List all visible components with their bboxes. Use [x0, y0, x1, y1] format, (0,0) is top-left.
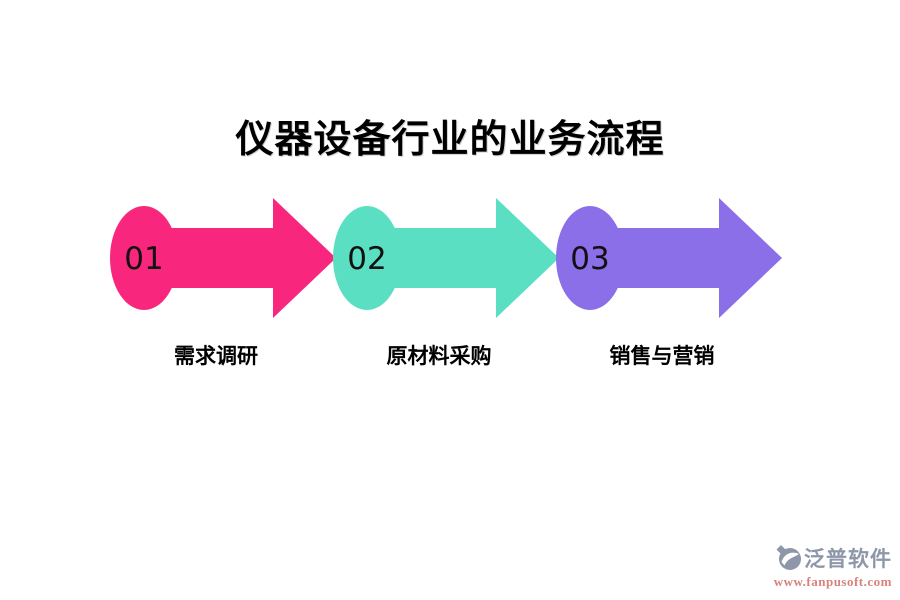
fanpu-logo-icon — [776, 545, 801, 570]
process-step-2: 02 原材料采购 — [333, 196, 561, 396]
step-ellipse — [333, 206, 401, 310]
watermark-url: www.fanpusoft.com — [773, 574, 892, 589]
arrow-shape-right-icon: 03 — [556, 198, 782, 318]
process-step-3: 03 销售与营销 — [556, 196, 784, 396]
step-ellipse — [110, 206, 178, 310]
step-number: 03 — [570, 241, 609, 277]
watermark: 泛普软件 www.fanpusoft.com — [774, 543, 892, 590]
page-title: 仪器设备行业的业务流程 — [235, 119, 665, 161]
arrow-body — [366, 198, 559, 318]
step-label: 原材料采购 — [386, 344, 492, 368]
step-ellipse — [556, 206, 624, 310]
process-step-1: 01 需求调研 — [110, 196, 338, 396]
arrow-body — [143, 198, 336, 318]
arrow-shape-right-icon: 01 — [110, 198, 336, 318]
watermark-brand: 泛普软件 — [804, 548, 892, 571]
step-label: 需求调研 — [174, 344, 258, 368]
arrow-body — [589, 198, 782, 318]
step-number: 01 — [124, 241, 163, 277]
step-label: 销售与营销 — [609, 344, 715, 368]
arrow-shape-right-icon: 02 — [333, 198, 559, 318]
step-number: 02 — [347, 241, 386, 277]
